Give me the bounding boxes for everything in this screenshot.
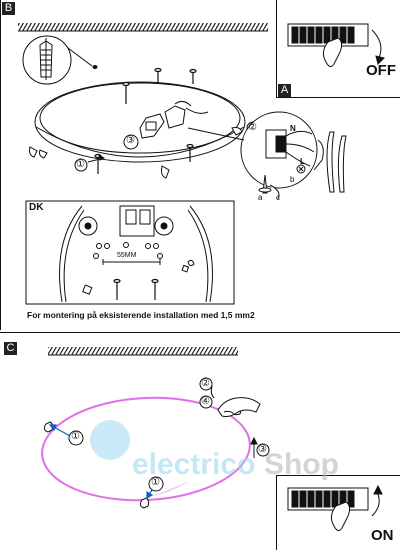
installation-caption: For montering på eksisterende installati… bbox=[27, 310, 255, 320]
step-markers-c bbox=[68, 377, 270, 492]
fuse-panel-on bbox=[287, 484, 383, 532]
dk-panel-drawing bbox=[59, 205, 213, 303]
wall-plug-detail bbox=[22, 35, 98, 85]
divider-horizontal-bottom bbox=[276, 475, 400, 476]
connector-detail bbox=[187, 111, 324, 189]
divider-horizontal-top bbox=[276, 97, 400, 98]
divider-horizontal-mid bbox=[0, 332, 400, 333]
step-3-label-b: ③ bbox=[126, 135, 135, 146]
step-1-label-c-bottom: ① bbox=[151, 477, 160, 488]
divider-vertical-bottom bbox=[276, 475, 277, 550]
lamp-holder bbox=[139, 100, 209, 139]
section-a-tag: A bbox=[278, 84, 291, 97]
glass-reflection bbox=[150, 481, 190, 497]
watermark-text-electrico: electrico bbox=[132, 448, 256, 481]
step-1-label-c-left: ① bbox=[71, 431, 80, 442]
wire-label-a: a bbox=[258, 193, 263, 202]
wire-label-c: c bbox=[276, 193, 280, 202]
edge-clips bbox=[29, 127, 243, 179]
step-2-label-c: ② bbox=[201, 378, 210, 389]
step-4-label-c: ④ bbox=[201, 396, 210, 407]
arrow-c-2 bbox=[210, 385, 215, 399]
divider-vertical-top bbox=[276, 0, 277, 98]
wire-label-b: b bbox=[290, 175, 295, 184]
ceiling-hatch-c bbox=[48, 347, 238, 356]
step-1-label-b: ① bbox=[76, 159, 85, 170]
dk-screws bbox=[113, 278, 159, 300]
fuse-panel-off bbox=[287, 23, 385, 68]
arrow-b-1 bbox=[87, 153, 106, 163]
switch-off-label: OFF bbox=[366, 62, 396, 79]
dk-panel-tag: DK bbox=[29, 202, 44, 213]
step-3-label-c: ③ bbox=[258, 444, 267, 455]
switch-on-label: ON bbox=[371, 527, 394, 544]
watermark-logo-icon bbox=[90, 420, 130, 460]
wire-label-n: N bbox=[290, 124, 296, 133]
wire-label-l: L bbox=[300, 157, 305, 166]
hand-holding-shade bbox=[217, 397, 261, 417]
ceiling-base-plate bbox=[34, 81, 246, 163]
ceiling-hatch-b bbox=[18, 23, 268, 32]
watermark-text-shop: Shop bbox=[264, 448, 339, 481]
arrow-c-3 bbox=[250, 436, 258, 458]
screwdriver bbox=[258, 174, 280, 200]
section-c-tag: C bbox=[4, 342, 17, 355]
cable-ends bbox=[326, 131, 347, 193]
section-b-tag: B bbox=[2, 2, 15, 15]
top-frame-left bbox=[0, 0, 1, 330]
dk-dimension-label: 55MM bbox=[117, 252, 137, 259]
step-2-label-b: ② bbox=[248, 122, 257, 133]
glass-shade-ring bbox=[41, 396, 251, 502]
